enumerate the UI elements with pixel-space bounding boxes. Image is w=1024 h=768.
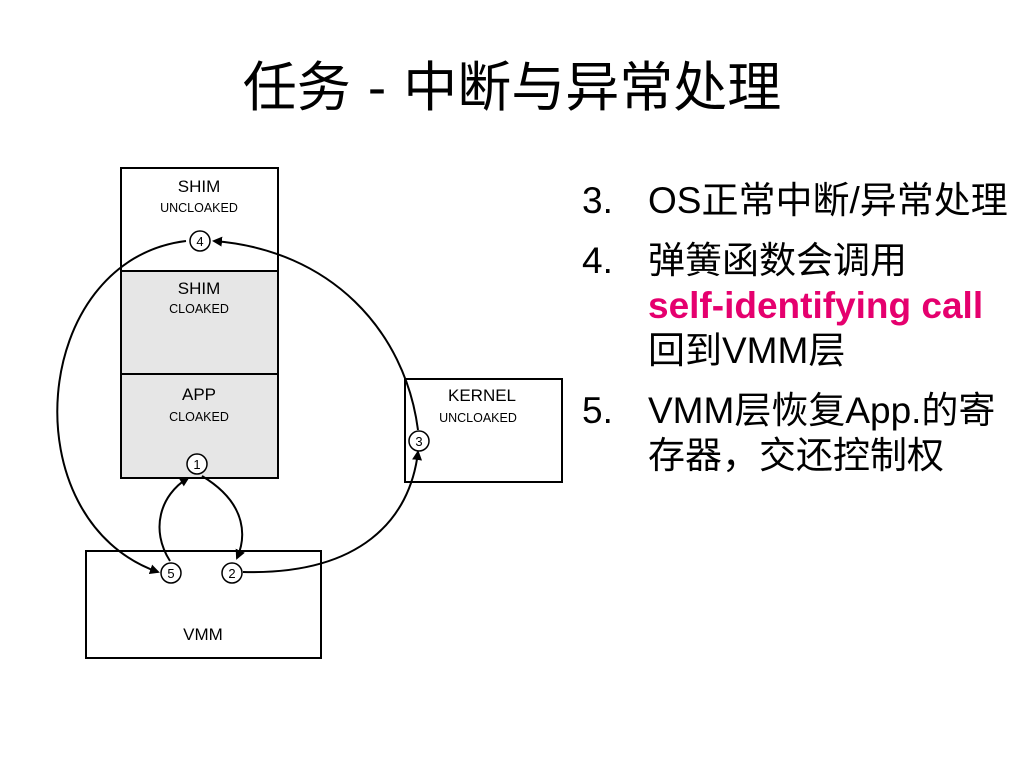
kernel-title: KERNEL xyxy=(448,386,516,405)
shim-cloaked-box: SHIM CLOAKED xyxy=(120,270,279,375)
app-cloaked-subtitle: CLOAKED xyxy=(169,410,229,424)
step-marker-4: 4 xyxy=(189,230,211,252)
svg-text:3: 3 xyxy=(415,434,422,449)
step-list: 3. OS正常中断/异常处理 4. 弹簧函数会调用 self-identifyi… xyxy=(582,178,1012,493)
step-number: 3. xyxy=(582,180,613,221)
app-cloaked-box: APP CLOAKED xyxy=(120,373,279,479)
arrow-kernel-to-shim xyxy=(212,236,419,431)
arrow-vmm-to-app xyxy=(158,476,190,562)
step-item-3: 3. OS正常中断/异常处理 xyxy=(582,178,1012,223)
highlighted-term: self-identifying call xyxy=(648,285,984,326)
arrow-vmm-to-kernel xyxy=(242,450,423,574)
kernel-subtitle: UNCLOAKED xyxy=(439,411,517,425)
svg-text:5: 5 xyxy=(167,566,174,581)
step-text: VMM层恢复App.的寄存器，交还控制权 xyxy=(648,390,996,476)
vmm-box: VMM xyxy=(85,550,322,659)
step-item-5: 5. VMM层恢复App.的寄存器，交还控制权 xyxy=(582,388,1012,478)
svg-text:4: 4 xyxy=(196,234,203,249)
svg-text:2: 2 xyxy=(228,566,235,581)
step-text-before: 弹簧函数会调用 xyxy=(648,240,907,281)
step-item-4: 4. 弹簧函数会调用 self-identifying call回到VMM层 xyxy=(582,238,1012,373)
step-marker-5: 5 xyxy=(160,562,182,584)
app-cloaked-title: APP xyxy=(182,385,216,404)
step-marker-1: 1 xyxy=(186,453,208,475)
shim-cloaked-subtitle: CLOAKED xyxy=(169,302,229,316)
interrupt-flow-diagram: SHIM UNCLOAKED SHIM CLOAKED APP CLOAKED … xyxy=(56,167,563,659)
shim-uncloaked-box: SHIM UNCLOAKED xyxy=(120,167,279,272)
step-text-after: 回到VMM层 xyxy=(648,330,846,371)
vmm-title: VMM xyxy=(183,625,223,644)
svg-text:1: 1 xyxy=(193,457,200,472)
step-marker-2: 2 xyxy=(221,562,243,584)
step-text: OS正常中断/异常处理 xyxy=(648,180,1008,221)
shim-uncloaked-subtitle: UNCLOAKED xyxy=(160,201,238,215)
arrow-app-to-vmm xyxy=(201,475,245,560)
slide-title: 任务 - 中断与异常处理 xyxy=(242,56,782,119)
kernel-box: KERNEL UNCLOAKED xyxy=(404,378,563,483)
step-marker-3: 3 xyxy=(408,430,430,452)
shim-cloaked-title: SHIM xyxy=(178,279,221,298)
step-number: 4. xyxy=(582,240,613,281)
step-number: 5. xyxy=(582,390,613,431)
shim-uncloaked-title: SHIM xyxy=(178,177,221,196)
arrow-shim-to-vmm xyxy=(56,240,187,575)
